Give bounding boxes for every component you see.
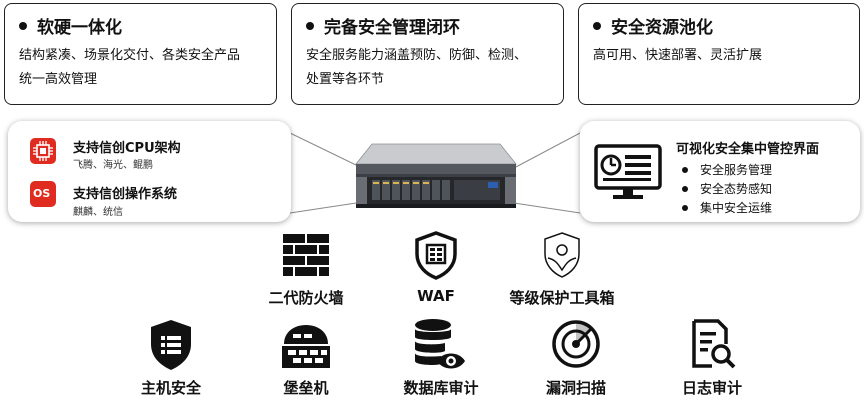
service-label-host-security: 主机安全 [140, 379, 202, 397]
service-label-waf: WAF [417, 287, 455, 305]
radar-scan-icon [552, 320, 600, 368]
service-label-bastion-host: 堡垒机 [283, 379, 329, 397]
bullet-icon [306, 22, 314, 30]
bullet-icon [593, 22, 601, 30]
service-label-compliance-toolkit: 等级保护工具箱 [509, 289, 615, 307]
service-label-firewall: 二代防火墙 [268, 289, 344, 307]
host-shield-icon [151, 320, 191, 370]
compliance-shield-icon [544, 232, 580, 278]
bullet-icon [19, 22, 27, 30]
waf-shield-icon [415, 231, 457, 280]
os-support-title: 支持信创操作系统 [73, 187, 178, 202]
firewall-brick-icon [283, 234, 329, 276]
feature-card-integration: 软硬一体化 结构紧凑、场景化交付、各类安全产品 统一高效管理 [4, 3, 277, 105]
server-appliance-image [355, 143, 517, 208]
card-description: 高可用、快速部署、灵活扩展 [593, 48, 763, 63]
service-label-database-audit: 数据库审计 [403, 379, 479, 397]
monitor-dashboard-icon [594, 144, 662, 199]
bastion-icon [282, 325, 330, 368]
management-item: 安全态势感知 [682, 180, 772, 197]
log-search-icon [692, 319, 736, 369]
management-console-title: 可视化安全集中管控界面 [676, 142, 820, 157]
management-item: 安全服务管理 [682, 161, 772, 178]
xinchuang-support-panel [8, 121, 291, 222]
os-icon: OS [30, 181, 56, 207]
cpu-support-list: 飞腾、海光、鲲鹏 [73, 160, 153, 171]
card-description: 安全服务能力涵盖预防、防御、检测、 处置等各环节 [306, 48, 528, 87]
management-item: 集中安全运维 [682, 199, 772, 216]
card-title: 安全资源池化 [593, 13, 713, 38]
card-title: 软硬一体化 [19, 13, 122, 38]
feature-card-closed-loop: 完备安全管理闭环 安全服务能力涵盖预防、防御、检测、 处置等各环节 [291, 3, 564, 105]
cpu-chip-icon [30, 138, 56, 164]
service-label-log-audit: 日志审计 [681, 379, 743, 397]
card-title: 完备安全管理闭环 [306, 13, 460, 38]
cpu-support-title: 支持信创CPU架构 [73, 141, 181, 156]
service-label-vulnerability-scan: 漏洞扫描 [545, 379, 607, 397]
feature-card-resource-pool: 安全资源池化 高可用、快速部署、灵活扩展 [578, 3, 860, 105]
os-support-list: 麒麟、统信 [73, 207, 123, 218]
card-description: 结构紧凑、场景化交付、各类安全产品 统一高效管理 [19, 48, 241, 87]
database-eye-icon [415, 319, 465, 369]
